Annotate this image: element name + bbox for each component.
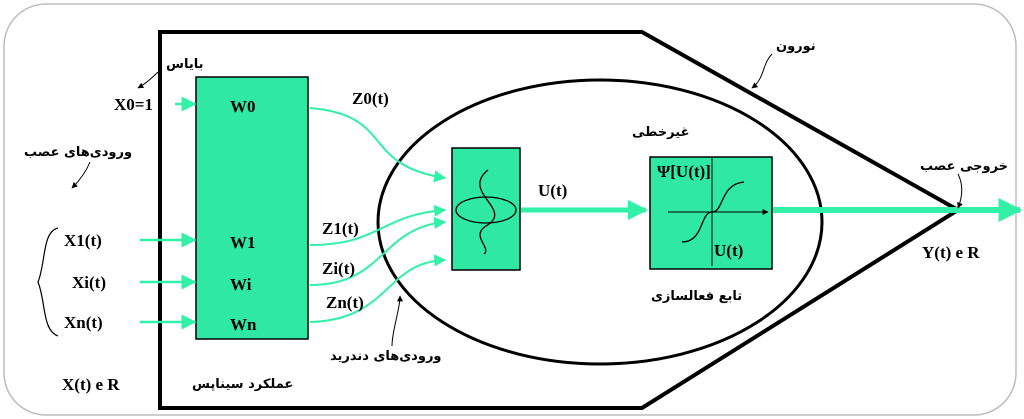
activation-box — [649, 156, 773, 270]
input-brace — [37, 227, 59, 337]
activation-function-label: تابع فعالسازی — [651, 289, 742, 304]
soma-ellipse — [376, 78, 824, 366]
wn-label: Wn — [230, 315, 257, 334]
inputs-pointer — [71, 161, 91, 189]
synaptic-function-label: عملکرد سیناپس — [192, 377, 293, 392]
dendrite-pointer — [391, 295, 403, 347]
neuron-label: نورون — [776, 39, 816, 54]
neuron-output-label: خروجی عصب — [920, 159, 1008, 174]
zn-curve — [309, 254, 447, 323]
bias-label: بایاس — [166, 57, 203, 72]
zi-label: Zi(t) — [322, 259, 355, 278]
nonlinear-label: غیرخطی — [632, 125, 689, 140]
w0-label: W0 — [230, 97, 256, 116]
activation-plot — [668, 158, 769, 266]
u-label: U(t) — [538, 181, 567, 200]
neuron-pointer — [751, 53, 773, 89]
dendrite-inputs-label: ورودی‌های دندرید — [330, 349, 442, 364]
xi-label: Xi(t) — [72, 273, 106, 292]
xn-label: Xn(t) — [64, 313, 103, 332]
z0-label: Z0(t) — [352, 89, 389, 108]
neuron-body — [158, 30, 962, 410]
z1-curve — [309, 204, 447, 246]
output-pointer — [957, 173, 963, 209]
zn-label: Zn(t) — [326, 293, 364, 312]
z0-curve — [309, 107, 447, 183]
z1-label: Z1(t) — [322, 219, 359, 238]
bias-pointer — [137, 71, 159, 89]
activation-axis-label: U(t) — [714, 241, 743, 260]
w1-label: W1 — [230, 233, 256, 252]
zi-curve — [309, 217, 447, 286]
neuron-inputs-label: ورودی‌های عصب — [24, 145, 132, 160]
wi-label: Wi — [230, 275, 252, 294]
x-domain-label: X(t) e R — [62, 375, 120, 394]
x0-label: X0=1 — [114, 95, 153, 114]
x1-label: X1(t) — [64, 231, 102, 250]
synapse-box — [195, 76, 309, 340]
psi-label: Ψ[U(t)] — [657, 162, 711, 181]
y-domain-label: Y(t) e R — [922, 243, 980, 262]
summation-symbol — [455, 169, 517, 255]
